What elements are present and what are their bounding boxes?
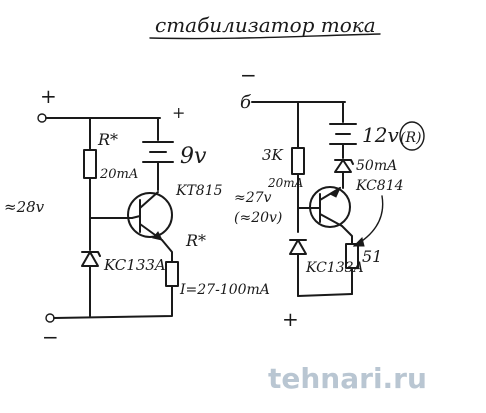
left-transistor-label: KT815 (175, 183, 223, 199)
right-minus-top: − (240, 63, 257, 87)
right-battery-note: (R) (400, 130, 421, 146)
right-diode-triangle (289, 239, 307, 255)
right-battery-label: 12v (362, 123, 399, 147)
title-underline (149, 33, 381, 40)
left-bottom-rail (53, 299, 173, 319)
right-diode-label: KC133A (305, 260, 364, 276)
left-resistor-label: R* (97, 130, 118, 149)
left-battery-label: 9v (180, 144, 207, 169)
right-zener-label: KC814 (355, 178, 404, 194)
right-emitter-arrow (328, 186, 342, 198)
right-node-label: б (240, 92, 252, 113)
left-transistor-collector (139, 191, 159, 209)
left-load-resistor-label: R* (185, 231, 206, 250)
left-plus-in: + (40, 84, 57, 108)
right-bottom-rail (297, 293, 353, 297)
left-current-label: 20mA (99, 167, 138, 182)
left-zener-triangle (81, 251, 99, 267)
right-load-label: 51 (362, 247, 382, 266)
left-emitter-wire (161, 239, 173, 263)
left-bottom-terminal (45, 313, 55, 323)
right-zener-top-triangle (334, 159, 352, 173)
left-plus-out: + (172, 103, 185, 122)
left-transistor (127, 192, 173, 238)
left-resistor (83, 149, 97, 179)
right-zener-current: 50mA (356, 158, 397, 174)
left-voltage-in: ≈28v (4, 198, 45, 216)
right-voltage2: (≈20v) (234, 210, 282, 226)
right-collector-wire (341, 225, 353, 245)
right-resistor (291, 147, 305, 175)
left-zener-label: KC133A (103, 256, 166, 274)
left-current-range: I=27-100mA (179, 282, 270, 298)
left-emitter-arrow (152, 231, 163, 241)
watermark: tehnari.ru (268, 362, 427, 395)
left-load-resistor (165, 261, 179, 287)
right-zener-top-bar (334, 159, 354, 165)
right-battery-note-circle (399, 121, 425, 151)
right-current-label: 20mA (267, 176, 304, 190)
diagram-title: стабилизатор тока (155, 13, 376, 37)
left-base-join (131, 215, 141, 219)
right-transistor-collector (319, 213, 343, 227)
left-zener-bar (81, 251, 101, 257)
right-resistor-label: 3K (262, 146, 284, 164)
right-plus-bottom: + (282, 307, 299, 331)
left-minus-in: − (42, 325, 59, 349)
left-top-terminal (37, 113, 47, 123)
right-circuit: − б 3K 20mA ≈27v (≈20v) 12v (R) 50mA KC8… (234, 63, 425, 331)
right-voltage1: ≈27v (234, 190, 272, 206)
right-annotation-arrow (353, 195, 384, 247)
left-circuit: + + R* 20mA ≈28v 9v KT815 R* (4, 84, 270, 349)
